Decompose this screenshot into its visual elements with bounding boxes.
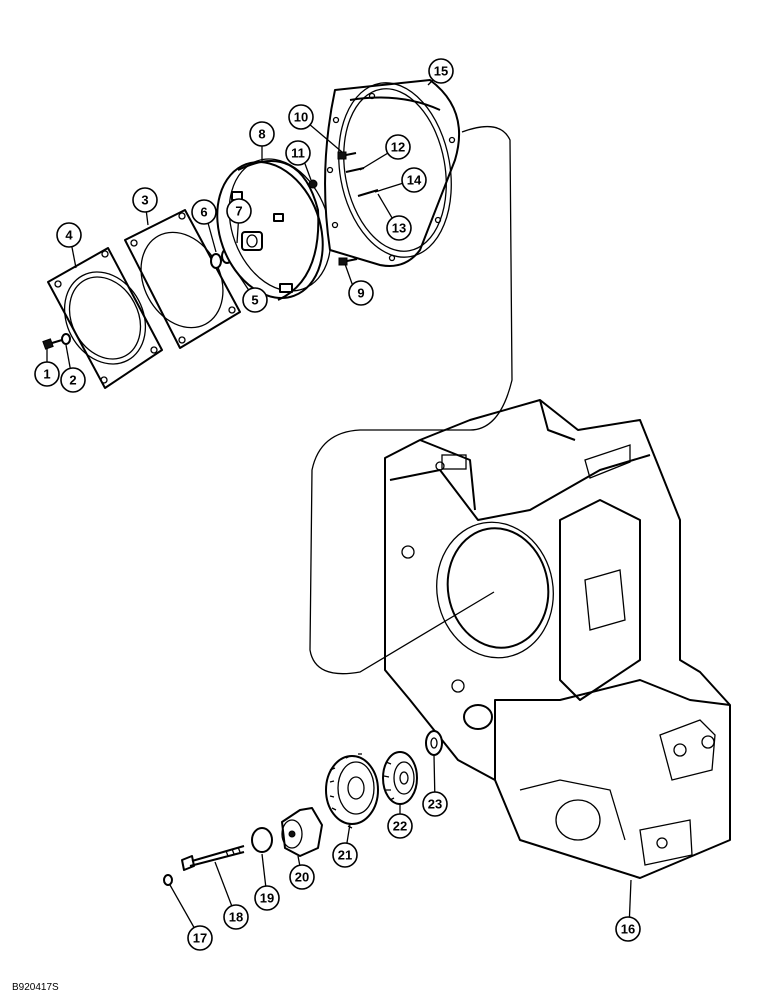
spindle <box>281 807 323 857</box>
callout-12: 12 <box>385 134 411 160</box>
callout-7: 7 <box>226 198 252 224</box>
callout-13: 13 <box>386 215 412 241</box>
o-ring <box>251 827 273 853</box>
callout-15: 15 <box>428 58 454 84</box>
callout-10: 10 <box>288 104 314 130</box>
transmission-housing <box>384 399 731 879</box>
callout-2: 2 <box>60 367 86 393</box>
svg-text:13: 13 <box>392 221 406 236</box>
callout-9: 9 <box>348 280 374 306</box>
svg-text:12: 12 <box>391 140 405 155</box>
small-ring <box>163 874 173 886</box>
callout-21: 21 <box>332 842 358 868</box>
figure-code: B920417S <box>12 982 59 993</box>
svg-text:7: 7 <box>235 204 242 219</box>
callout-1: 1 <box>34 361 60 387</box>
svg-text:22: 22 <box>393 819 407 834</box>
callout-20: 20 <box>289 864 315 890</box>
assembly-loop-line <box>309 125 513 675</box>
svg-text:11: 11 <box>291 146 305 161</box>
callout-18: 18 <box>223 904 249 930</box>
svg-text:6: 6 <box>200 205 207 220</box>
callout-22: 22 <box>387 813 413 839</box>
thrust-washer <box>425 730 443 756</box>
svg-text:17: 17 <box>193 931 207 946</box>
callout-23: 23 <box>422 791 448 817</box>
callout-3: 3 <box>132 187 158 213</box>
svg-text:1: 1 <box>43 367 50 382</box>
svg-text:19: 19 <box>260 891 274 906</box>
callout-4: 4 <box>56 222 82 248</box>
svg-text:15: 15 <box>434 64 448 79</box>
svg-text:5: 5 <box>251 293 258 308</box>
callout-19: 19 <box>254 885 280 911</box>
svg-text:18: 18 <box>229 910 243 925</box>
svg-text:21: 21 <box>338 848 352 863</box>
svg-text:10: 10 <box>294 110 308 125</box>
callout-5: 5 <box>242 287 268 313</box>
bolt-small <box>42 338 63 350</box>
svg-text:2: 2 <box>69 373 76 388</box>
svg-text:9: 9 <box>357 286 364 301</box>
svg-text:14: 14 <box>407 173 422 188</box>
small-fasteners <box>308 151 379 266</box>
housing-adapter <box>324 79 461 267</box>
callout-16: 16 <box>615 916 641 942</box>
svg-text:8: 8 <box>258 127 265 142</box>
gear-large <box>325 753 379 829</box>
gear-small <box>382 751 418 805</box>
svg-text:23: 23 <box>428 797 442 812</box>
long-bolt <box>181 845 245 871</box>
callout-17: 17 <box>187 925 213 951</box>
callout-8: 8 <box>249 121 275 147</box>
svg-text:20: 20 <box>295 870 309 885</box>
callout-11: 11 <box>285 140 311 166</box>
callout-14: 14 <box>401 167 427 193</box>
svg-text:16: 16 <box>621 922 635 937</box>
cover-plate <box>47 247 163 389</box>
callout-6: 6 <box>191 199 217 225</box>
svg-text:4: 4 <box>65 228 73 243</box>
svg-text:3: 3 <box>141 193 148 208</box>
washer-small <box>61 333 71 345</box>
